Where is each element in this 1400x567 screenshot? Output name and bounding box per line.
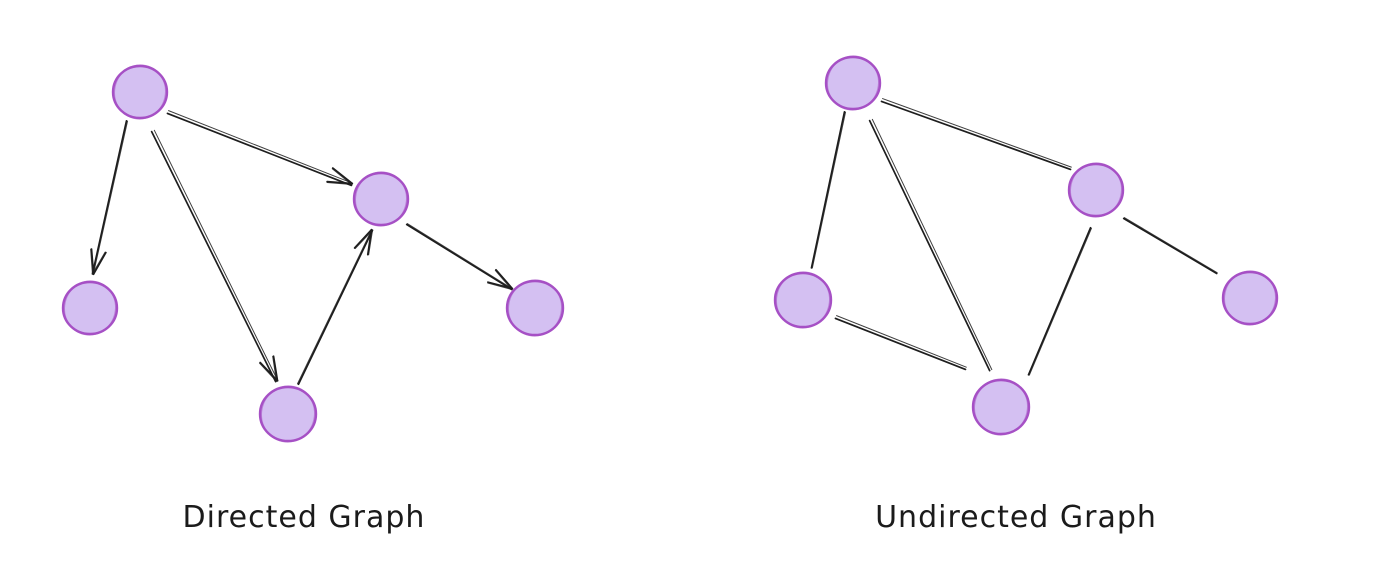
edge-line <box>297 229 374 386</box>
edge-line-sketch-pass <box>882 98 1072 168</box>
edge-line <box>880 100 1072 171</box>
arrowhead-icon <box>326 180 353 185</box>
undirected-node-u-right <box>1221 270 1279 326</box>
graph-node-circle <box>773 271 833 329</box>
graph-node-circle-sketch-pass <box>826 55 880 111</box>
arrowhead-icon <box>92 251 107 276</box>
edge-line <box>810 111 846 269</box>
edge-line <box>91 120 128 275</box>
graph-node-circle <box>258 385 318 443</box>
graph-node-circle <box>824 55 882 111</box>
graph-node-circle <box>971 378 1031 436</box>
directed-graph <box>61 64 565 443</box>
edge-line-sketch-pass <box>811 111 847 269</box>
arrowhead-icon <box>272 355 279 382</box>
arrowhead-icon-sketch-pass <box>354 229 373 250</box>
edge-line-sketch-pass <box>168 110 353 184</box>
directed-node-d-left <box>61 280 119 336</box>
undirected-edge-u-top-u-left <box>810 111 847 269</box>
edge-line <box>834 317 967 371</box>
directed-edge-d-top-d-bottom <box>150 129 279 383</box>
edge-line <box>1027 226 1092 376</box>
graph-node-circle <box>1067 162 1125 218</box>
undirected-edge-u-left-u-bottom <box>834 315 967 371</box>
graph-node-circle-sketch-pass <box>1069 162 1123 218</box>
directed-graph-label: Directed Graph <box>183 500 426 535</box>
arrowhead-icon <box>353 228 373 249</box>
edge-line <box>1122 217 1218 275</box>
arrowhead-icon <box>366 229 373 256</box>
undirected-edge-u-top-u-mid-right <box>880 98 1072 171</box>
undirected-edge-u-mid-right-u-bottom <box>1027 226 1093 376</box>
edge-line <box>405 223 513 291</box>
undirected-node-u-bottom <box>971 378 1031 436</box>
arrowhead-icon <box>487 281 513 290</box>
arrowhead-icon-sketch-pass <box>259 362 278 382</box>
edge-line <box>166 112 353 187</box>
edge-line-sketch-pass <box>871 118 993 371</box>
graph-node-circle-sketch-pass <box>507 279 563 337</box>
graph-node-circle <box>111 64 169 120</box>
graph-node-circle-sketch-pass <box>775 271 831 329</box>
arrowhead-icon-sketch-pass <box>92 251 106 275</box>
graph-node-circle-sketch-pass <box>113 64 167 120</box>
graph-node-circle-sketch-pass <box>973 378 1029 436</box>
undirected-graph <box>773 55 1279 436</box>
directed-edge-d-top-d-left <box>90 120 129 276</box>
undirected-node-u-left <box>773 271 833 329</box>
graph-node-circle <box>505 279 565 337</box>
arrowhead-icon <box>331 167 354 185</box>
edge-line-sketch-pass <box>1028 227 1093 376</box>
undirected-edge-u-top-u-bottom <box>868 118 993 372</box>
edge-line <box>150 130 277 383</box>
directed-edge-d-top-d-mid-right <box>166 110 354 187</box>
edge-line <box>868 119 991 372</box>
arrowhead-icon-sketch-pass <box>368 229 374 256</box>
graph-node-circle-sketch-pass <box>63 280 117 336</box>
edge-line-sketch-pass <box>92 120 129 275</box>
directed-edge-d-mid-right-d-right <box>405 223 514 291</box>
edge-line-sketch-pass <box>836 315 967 368</box>
arrowhead-icon <box>495 268 514 290</box>
edge-line-sketch-pass <box>1123 217 1218 274</box>
graph-node-circle <box>61 280 119 336</box>
arrowhead-icon <box>90 248 95 275</box>
arrowhead-icon-sketch-pass <box>487 282 513 291</box>
undirected-node-u-top <box>824 55 882 111</box>
arrowhead-icon-sketch-pass <box>326 182 353 186</box>
undirected-edge-u-mid-right-u-right <box>1122 217 1218 275</box>
arrowhead-icon <box>259 361 279 382</box>
directed-node-d-mid-right <box>352 171 410 227</box>
graph-node-circle-sketch-pass <box>1223 270 1277 326</box>
graphs-layer <box>61 55 1279 443</box>
arrowhead-icon-sketch-pass <box>494 269 513 290</box>
arrowhead-icon-sketch-pass <box>272 355 277 382</box>
graph-node-circle <box>352 171 410 227</box>
edge-line-sketch-pass <box>297 229 373 385</box>
arrowhead-icon-sketch-pass <box>331 168 353 185</box>
arrowhead-icon-sketch-pass <box>90 248 93 275</box>
graph-node-circle-sketch-pass <box>260 385 316 443</box>
undirected-graph-label: Undirected Graph <box>875 500 1157 535</box>
graph-node-circle-sketch-pass <box>354 171 408 227</box>
directed-edge-d-bottom-d-mid-right <box>297 228 374 386</box>
edge-line-sketch-pass <box>153 129 279 382</box>
directed-node-d-top <box>111 64 169 120</box>
undirected-node-u-mid-right <box>1067 162 1125 218</box>
graph-node-circle <box>1221 270 1279 326</box>
directed-node-d-right <box>505 279 565 337</box>
directed-node-d-bottom <box>258 385 318 443</box>
edge-line-sketch-pass <box>406 223 513 290</box>
